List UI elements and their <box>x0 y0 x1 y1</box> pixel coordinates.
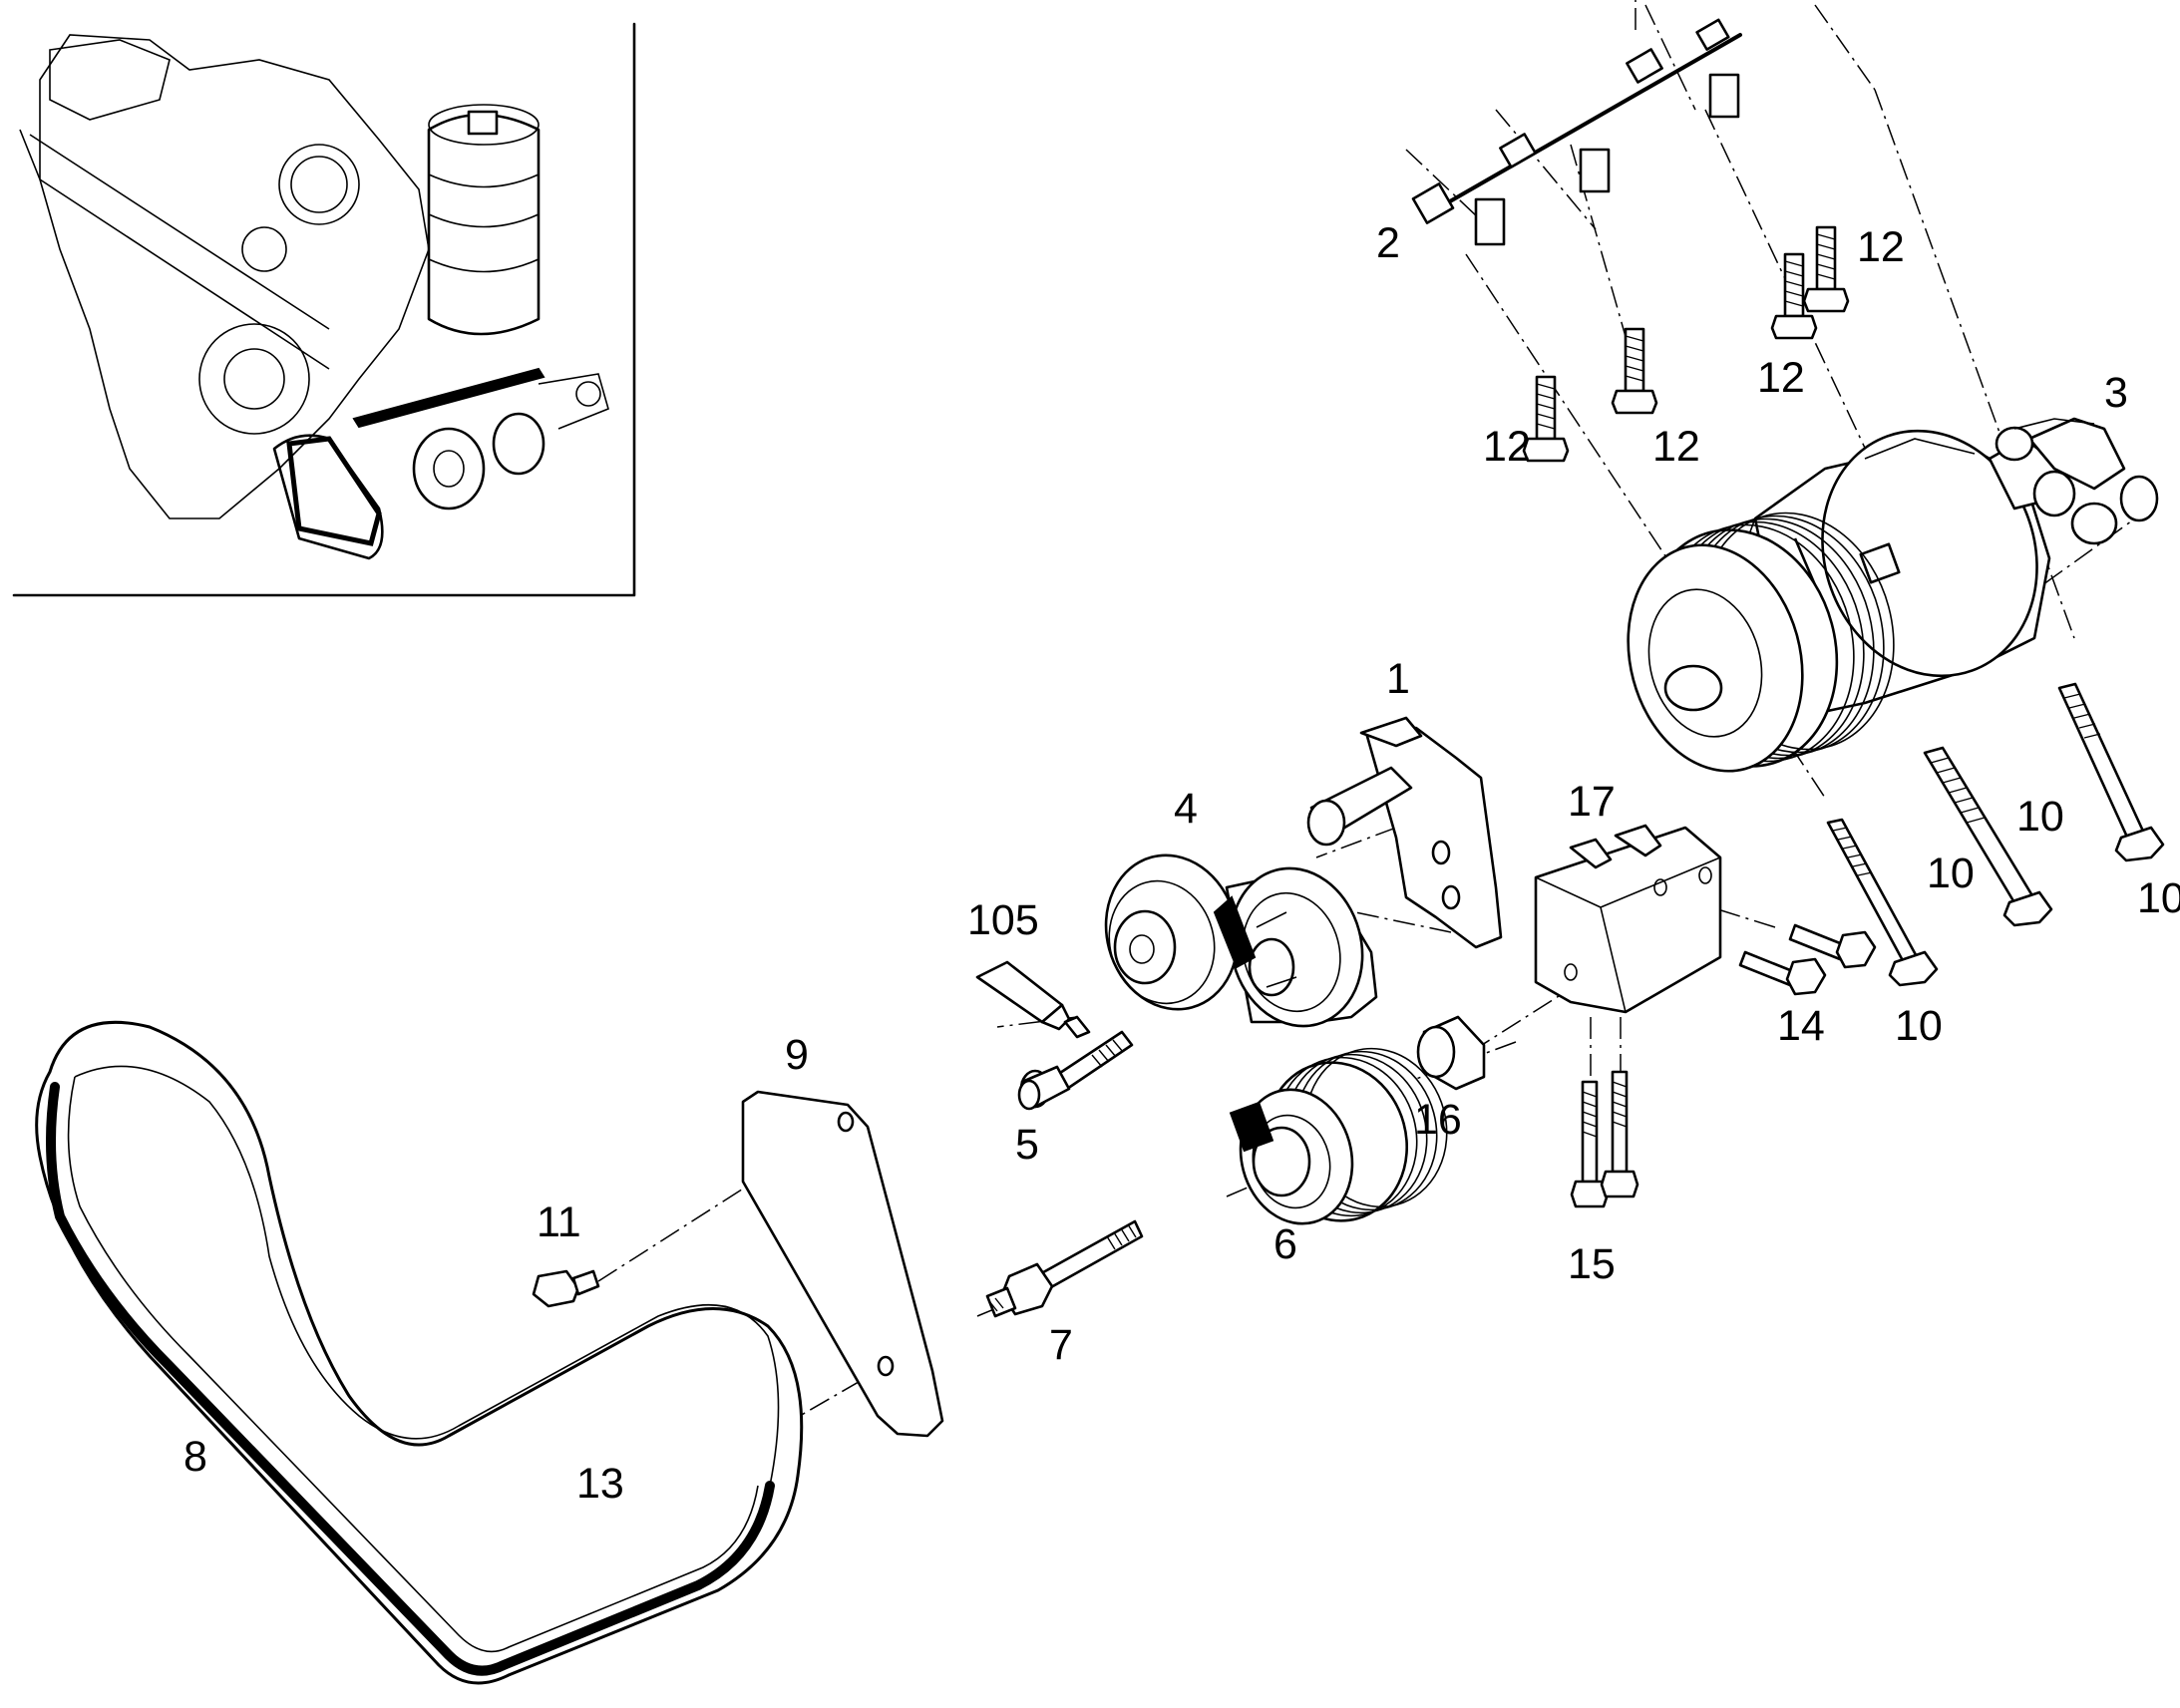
callout-12-b: 12 <box>1652 423 1700 471</box>
callout-labels: 1 2 3 4 105 5 9 11 7 6 16 17 14 15 8 13 … <box>183 219 2180 1508</box>
socket-head-bolt <box>1017 1030 1134 1111</box>
poly-v-belt <box>35 1020 804 1685</box>
callout-10-a: 10 <box>1895 1002 1943 1050</box>
water-pump-assembly <box>1627 417 2159 773</box>
idler-bracket <box>1534 824 1722 1014</box>
callout-10-c: 10 <box>2016 793 2064 841</box>
callout-12-c: 12 <box>1757 354 1805 402</box>
callout-7: 7 <box>1049 1321 1073 1369</box>
spacer <box>1416 1015 1486 1091</box>
bolt-12c <box>1770 252 1818 340</box>
callout-2: 2 <box>1376 219 1400 267</box>
bolt-12d <box>1802 225 1850 313</box>
tensioner-mounting-bracket <box>1306 716 1503 949</box>
callout-17: 17 <box>1568 778 1616 826</box>
idler-pulley <box>1229 1047 1448 1225</box>
callout-3: 3 <box>2104 369 2128 417</box>
short-flange-bolts <box>1522 225 1850 463</box>
bolt-10a <box>1826 818 1939 987</box>
callout-6: 6 <box>1273 1220 1297 1268</box>
stud-with-nut <box>985 1219 1144 1318</box>
inset-engine-overview <box>12 22 636 597</box>
mounting-plate <box>1411 18 1742 246</box>
callout-15: 15 <box>1568 1240 1616 1288</box>
callout-12-d: 12 <box>1857 223 1905 271</box>
bolt-10c <box>2057 682 2165 862</box>
sealant-tube <box>975 960 1091 1039</box>
bolt-12a <box>1522 375 1570 463</box>
callout-16: 16 <box>1414 1096 1462 1144</box>
callout-1: 1 <box>1386 655 1410 703</box>
callout-14: 14 <box>1777 1002 1825 1050</box>
bracket-bolts-14 <box>1738 923 1877 996</box>
bracket-bolts-15 <box>1570 1070 1639 1208</box>
callout-11: 11 <box>537 1198 581 1246</box>
callout-4: 4 <box>1174 785 1198 833</box>
callout-10-b: 10 <box>1927 850 1975 897</box>
callout-8: 8 <box>183 1433 207 1481</box>
callout-12-a: 12 <box>1483 423 1531 471</box>
callout-9: 9 <box>785 1031 809 1079</box>
long-bolts <box>1826 682 2165 987</box>
belt-guard-plate <box>741 1090 944 1438</box>
bolt-10b <box>1923 746 2053 927</box>
callout-13: 13 <box>576 1460 624 1508</box>
flange-bolt-11 <box>532 1269 600 1308</box>
callout-105: 105 <box>967 896 1039 944</box>
callout-10-d: 10 <box>2137 874 2180 922</box>
bolt-12b <box>1611 327 1658 415</box>
belt-tensioner <box>1104 854 1378 1028</box>
callout-5: 5 <box>1015 1121 1039 1169</box>
